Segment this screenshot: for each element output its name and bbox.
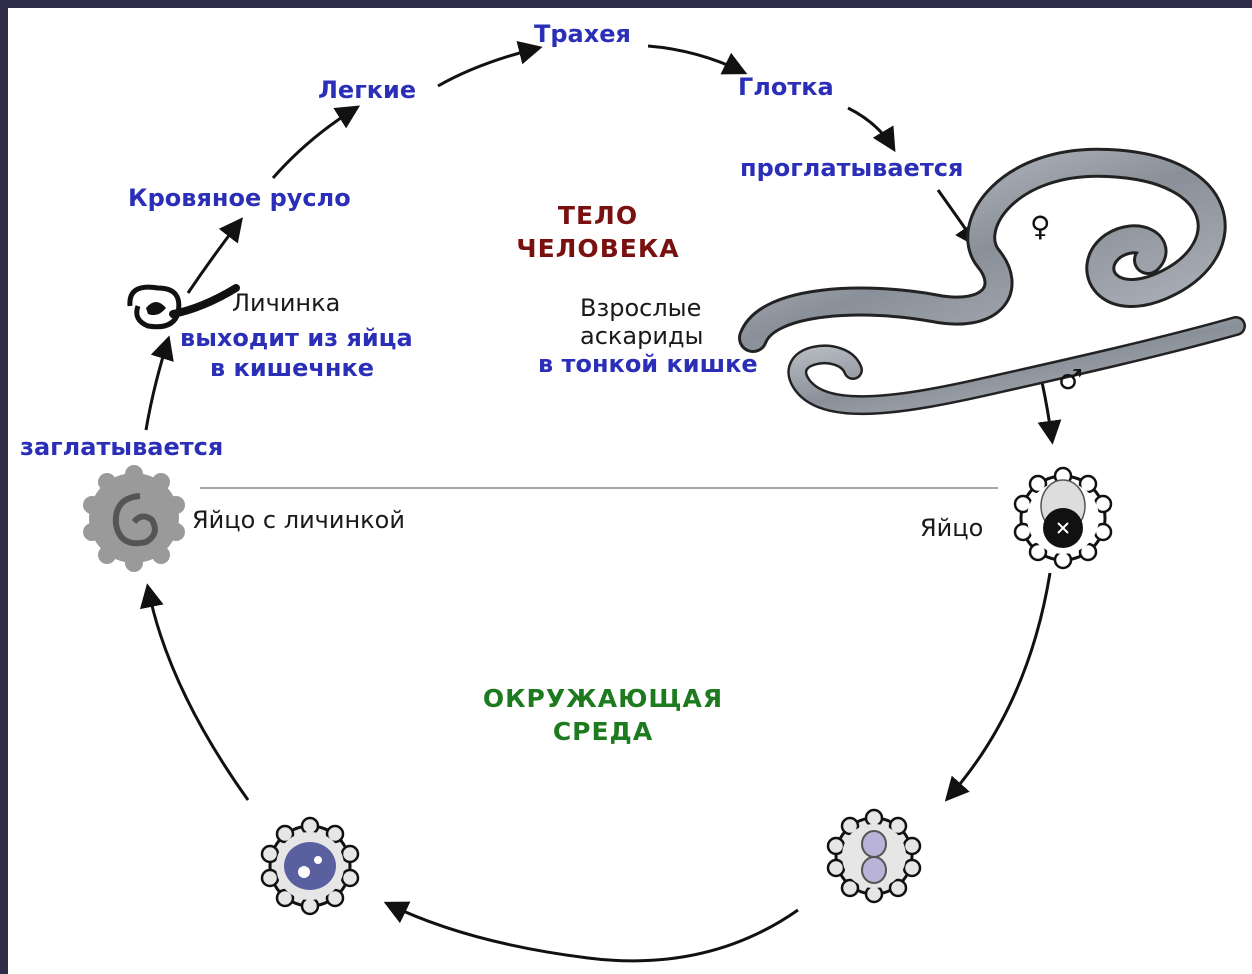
label-pharynx: Глотка — [738, 75, 834, 99]
male-symbol: ♂ — [1058, 366, 1083, 394]
arrow-left-env-up — [148, 588, 248, 800]
egg-icon — [83, 465, 185, 572]
life-cycle-diagram: Трахея Глотка Легкие Кровяное русло прог… — [8, 8, 1252, 974]
label-adult-1: Взрослые — [580, 296, 701, 320]
arrow-swallow-larva — [146, 340, 168, 430]
zone-environment-line-2: СРЕДА — [438, 716, 768, 749]
label-lungs: Легкие — [318, 78, 416, 102]
arrow-lungs-trachea — [438, 48, 538, 86]
arrow-egg-right-env — [948, 573, 1050, 798]
worm-icon — [753, 163, 1236, 405]
egg-icon — [1015, 468, 1111, 568]
arrow-larva-blood — [188, 221, 240, 293]
arrow-trachea-pharynx — [648, 46, 743, 72]
arrow-male-egg — [1042, 382, 1052, 440]
zone-human-body-line-1: ТЕЛО — [478, 200, 718, 233]
larva-icon — [130, 287, 236, 327]
zone-environment: ОКРУЖАЮЩАЯ СРЕДА — [438, 683, 768, 748]
arrow-bottom-env — [388, 904, 798, 961]
arrow-blood-lungs — [273, 108, 356, 178]
label-adult-3: в тонкой кишке — [538, 352, 758, 376]
label-adult-2: аскариды — [580, 324, 703, 348]
label-swallowed: проглатывается — [740, 156, 963, 180]
label-larva-emerges-1: выходит из яйца — [180, 326, 413, 350]
zone-human-body-line-2: ЧЕЛОВЕКА — [478, 233, 718, 266]
zone-environment-line-1: ОКРУЖАЮЩАЯ — [438, 683, 768, 716]
label-trachea: Трахея — [534, 22, 631, 46]
label-egg: Яйцо — [920, 516, 983, 540]
egg-icon — [828, 810, 920, 902]
label-egg-with-larva: Яйцо с личинкой — [192, 508, 405, 532]
female-symbol: ♀ — [1030, 213, 1051, 241]
label-larva-emerges-2: в кишечнке — [210, 356, 374, 380]
label-swallowed-env: заглатывается — [20, 435, 223, 459]
diagram-graphics — [8, 8, 1252, 974]
egg-icon — [262, 818, 358, 914]
label-larva: Личинка — [232, 291, 340, 315]
label-blood: Кровяное русло — [128, 186, 351, 210]
zone-human-body: ТЕЛО ЧЕЛОВЕКА — [478, 200, 718, 265]
arrow-pharynx-swallowed — [848, 108, 893, 148]
